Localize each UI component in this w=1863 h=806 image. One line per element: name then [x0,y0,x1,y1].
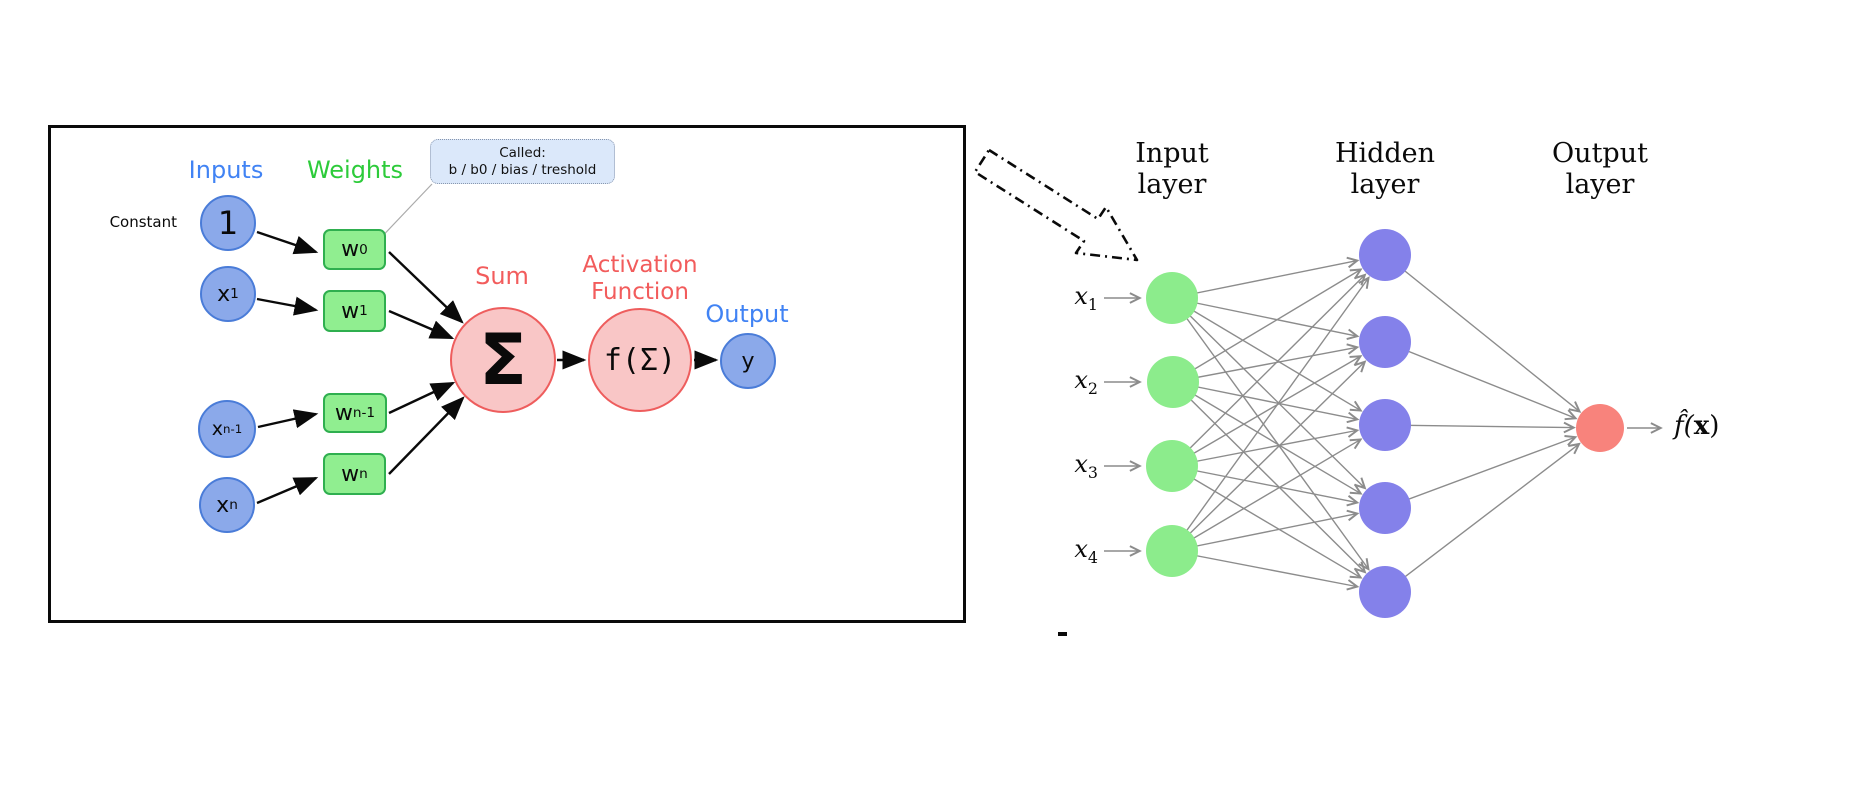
nn-hidden-node-2[interactable] [1359,316,1411,368]
nn-input-node-4[interactable] [1146,525,1198,577]
x-sub: 2 [1087,378,1098,398]
nn-label-x2: x2 [1040,366,1098,396]
bias-tooltip: Called: b / b0 / bias / treshold [430,139,615,184]
input-layer-title-line2: layer [1137,169,1207,201]
node-label: w [341,298,360,324]
output-layer-title: Output layer [1535,138,1665,200]
x-sub: 3 [1087,462,1098,482]
nn-hidden-node-3[interactable] [1359,399,1411,451]
nn-output-node[interactable] [1576,404,1624,452]
fhat-part: f̂( [1674,411,1694,441]
nn-io-arrows [1104,292,1663,557]
input-layer-title: Input layer [1107,138,1237,200]
nn-input-node-1[interactable] [1146,272,1198,324]
sum-node[interactable]: Σ [450,307,556,413]
activation-heading: Activation Function [570,252,710,306]
nn-label-x3: x3 [1040,450,1098,480]
nn-hidden-node-4[interactable] [1359,482,1411,534]
output-layer-title-line2: layer [1565,169,1635,201]
node-label: 1 [217,204,239,242]
x-sub: 1 [1087,294,1098,314]
nn-hidden-node-1[interactable] [1359,229,1411,281]
inputs-heading: Inputs [188,156,264,184]
x-part: x [1693,411,1710,441]
x-base: x [1074,450,1088,478]
hidden-layer-title: Hidden layer [1320,138,1450,200]
close-part: ) [1709,411,1720,441]
sketch-arrow [973,148,1139,262]
activation-heading-line2: Function [591,279,689,306]
output-layer-title-line1: Output [1552,138,1648,169]
node-label: w [341,237,360,262]
x-sub: 4 [1087,547,1098,567]
nn-hidden-node-5[interactable] [1359,566,1411,618]
nn-input-node-3[interactable] [1146,440,1198,492]
nn-input-node-2[interactable] [1147,356,1199,408]
activation-node[interactable]: f(Σ) [588,308,692,412]
node-label: w [334,400,353,426]
hidden-layer-title-line2: layer [1350,169,1420,201]
sum-heading: Sum [475,262,529,290]
activation-symbol: f(Σ) [603,342,677,378]
node-label: x [211,418,224,440]
nn-output-formula: f̂(x) [1674,411,1719,441]
constant-label: Constant [109,213,177,231]
hidden-layer-title-line1: Hidden [1334,138,1436,169]
nn-edges-input-hidden [1171,256,1370,591]
nn-label-x1: x1 [1040,282,1098,312]
activation-heading-line1: Activation [582,252,698,278]
node-label: x [216,492,230,518]
nn-label-x4: x4 [1040,535,1098,565]
nn-edges-hidden-output [1384,254,1582,593]
bias-tooltip-text: b / b0 / bias / treshold [448,161,597,178]
output-heading: Output [705,300,789,328]
x-base: x [1074,366,1088,394]
output-node-y[interactable]: y [720,333,776,389]
weights-heading: Weights [306,156,404,184]
node-label: w [341,461,360,487]
input-layer-title-line1: Input [1135,138,1209,169]
input-node-constant[interactable]: 1 [200,195,256,251]
x-base: x [1074,282,1088,310]
sigma-symbol: Σ [479,319,527,401]
node-label: x [217,281,231,307]
stray-dash-mark [1058,632,1067,636]
node-label: y [741,348,755,374]
x-base: x [1074,535,1088,563]
bias-tooltip-title: Called: [499,144,546,161]
perceptron-arrows [256,230,719,505]
